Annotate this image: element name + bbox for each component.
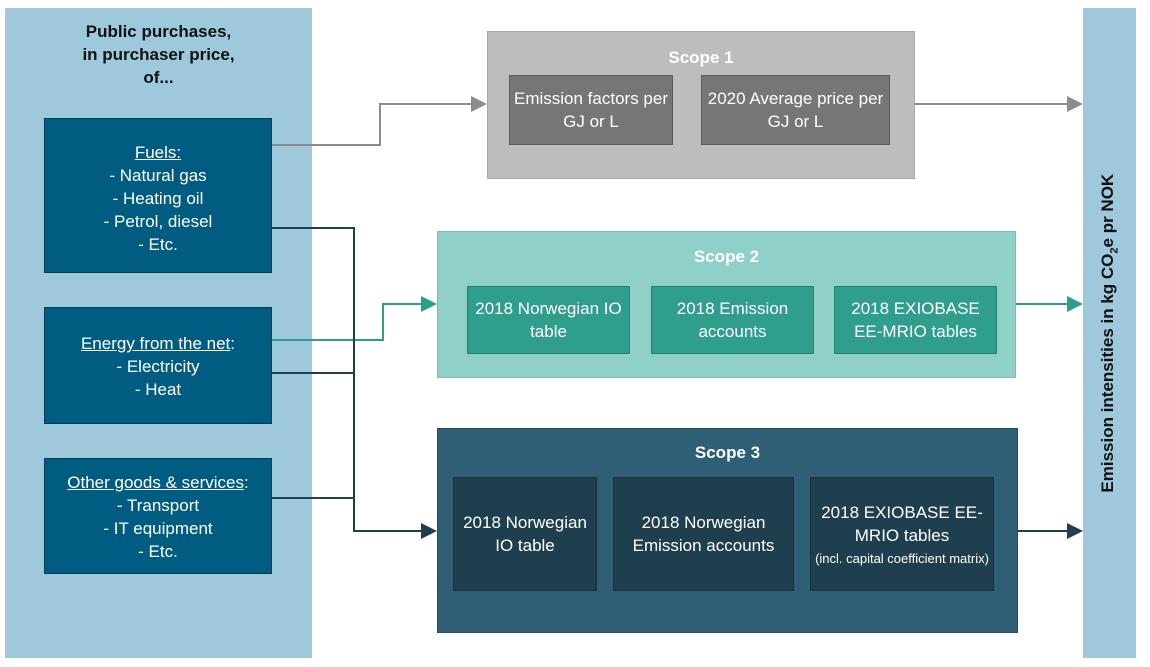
- fuels-item: - Petrol, diesel: [103, 212, 213, 231]
- arrow-fuels-to-scope1: [272, 96, 487, 146]
- scope1-emission-factors-box: Emission factors per GJ or L: [509, 75, 673, 145]
- fuels-box: Fuels: - Natural gas - Heating oil - Pet…: [44, 118, 272, 273]
- energy-box: Energy from the net: - Electricity - Hea…: [44, 307, 272, 424]
- input-panel-title: Public purchases, in purchaser price, of…: [82, 22, 235, 87]
- scope3-emission-accounts-box: 2018 Norwegian Emission accounts: [613, 477, 794, 591]
- other-goods-heading: Other goods & services: [67, 473, 244, 492]
- fuels-item: - Etc.: [138, 235, 178, 254]
- scope1-average-price-box: 2020 Average price per GJ or L: [701, 75, 890, 145]
- scope3-io-table-box: 2018 Norwegian IO table: [453, 477, 597, 591]
- arrow-fuels-to-scope3: [272, 227, 437, 539]
- other-goods-item: - Transport: [116, 496, 200, 515]
- scope2-exiobase-box: 2018 EXIOBASE EE-MRIO tables: [834, 286, 997, 354]
- fuels-item: - Heating oil: [112, 189, 204, 208]
- scope2-emission-accounts-box: 2018 Emission accounts: [651, 286, 814, 354]
- scope3-title: Scope 3: [694, 443, 761, 462]
- energy-item: - Heat: [134, 380, 182, 399]
- other-goods-item: - Etc.: [138, 542, 178, 561]
- energy-heading: Energy from the net: [80, 334, 231, 353]
- other-goods-box: Other goods & services: - Transport - IT…: [44, 458, 272, 574]
- scope1-title: Scope 1: [668, 48, 734, 67]
- fuels-item: - Natural gas: [109, 166, 207, 185]
- scope2-title: Scope 2: [693, 247, 760, 266]
- scope2-io-table-box: 2018 Norwegian IO table: [467, 286, 630, 354]
- scope3-exiobase-note: (incl. capital coefficient matrix): [815, 551, 989, 566]
- other-goods-item: - IT equipment: [103, 519, 213, 538]
- scope3-exiobase-box: 2018 EXIOBASE EE-MRIO tables (incl. capi…: [810, 477, 994, 591]
- output-panel: [1083, 8, 1136, 658]
- fuels-heading: Fuels:: [134, 143, 182, 162]
- arrow-energy-to-scope2: [272, 296, 437, 341]
- energy-item: - Electricity: [116, 357, 200, 376]
